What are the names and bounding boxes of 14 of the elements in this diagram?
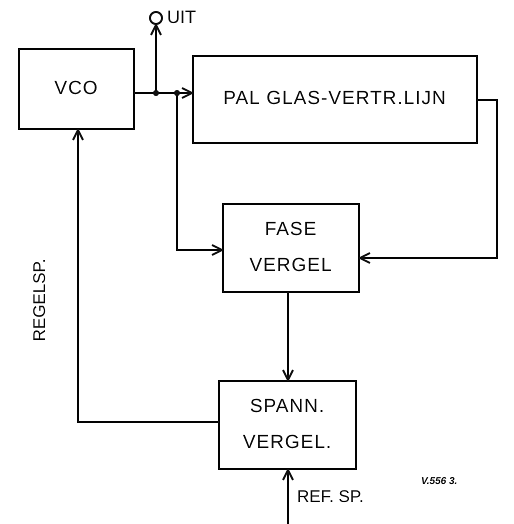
figure-number: V.556 3. [420, 476, 458, 487]
block-label: PAL GLAS-VERTR.LIJN [223, 87, 447, 112]
vco-block [18, 48, 135, 130]
delay-line-block [192, 55, 478, 144]
voltage-comparator-block [218, 380, 357, 470]
block-label: VCO [54, 76, 99, 101]
arrow [282, 293, 294, 381]
arrow [72, 129, 218, 423]
arrow [359, 99, 498, 264]
phase-comparator-block [222, 203, 360, 293]
block-label: FASE VERGEL [248, 218, 334, 278]
arrow [282, 469, 294, 524]
terminal-circle [149, 11, 163, 25]
block-label: SPANN. VERGEL. [242, 394, 334, 455]
